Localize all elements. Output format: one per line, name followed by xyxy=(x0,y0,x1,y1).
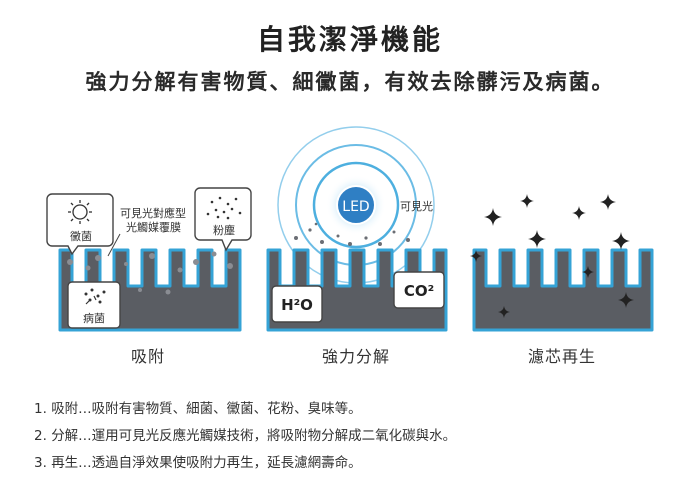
coating-callout: 可見光對應型 光觸媒覆膜 xyxy=(107,206,186,257)
germ-icon xyxy=(84,288,106,305)
step-list: 1. 吸附…吸附有害物質、細菌、黴菌、花粉、臭味等。 2. 分解…運用可見光反應… xyxy=(34,398,456,479)
page-title: 自我潔淨機能 xyxy=(256,23,443,56)
visible-light-label: 可見光 xyxy=(400,199,433,213)
caption-decompose: 強力分解 xyxy=(321,347,390,366)
caption-adsorb: 吸附 xyxy=(130,347,165,366)
coating-label-line1: 可見光對應型 xyxy=(120,206,186,220)
step-item: 2. 分解…運用可見光反應光觸媒技術，將吸附物分解成二氧化碳與水。 xyxy=(34,425,456,452)
step-text: 分解…運用可見光反應光觸媒技術，將吸附物分解成二氧化碳與水。 xyxy=(51,428,457,444)
caption-regenerate: 濾芯再生 xyxy=(527,347,596,366)
mold-bubble: 黴菌 xyxy=(46,193,114,256)
illustration: 黴菌 可見光對應型 光觸媒覆膜 粉塵 xyxy=(46,126,654,332)
coating-label-line2: 光觸媒覆膜 xyxy=(126,220,181,234)
h2o-label: H²O xyxy=(281,296,313,314)
led-label: LED xyxy=(342,199,369,215)
step-number: 2. xyxy=(34,428,47,444)
dust-label: 粉塵 xyxy=(213,223,235,237)
co2-label: CO² xyxy=(404,282,434,300)
h2o-box: H²O xyxy=(271,285,323,323)
germ-label: 病菌 xyxy=(83,311,105,325)
panel-adsorb: 黴菌 可見光對應型 光觸媒覆膜 粉塵 xyxy=(46,187,252,332)
panel-decompose: LED 可見光 H²O CO² xyxy=(266,126,448,332)
dust-bubble: 粉塵 xyxy=(194,187,252,252)
mold-label: 黴菌 xyxy=(70,229,92,243)
mold-icon xyxy=(68,200,92,224)
page-subtitle: 強力分解有害物質、細黴菌，有效去除髒污及病菌。 xyxy=(85,70,615,94)
germ-bubble: 病菌 xyxy=(67,281,121,329)
panel-regenerate xyxy=(470,194,654,332)
step-number: 3. xyxy=(34,455,47,471)
dust-icon xyxy=(206,196,242,220)
filter-comb-3 xyxy=(472,248,654,332)
step-item: 3. 再生…透過自淨效果使吸附力再生，延長濾網壽命。 xyxy=(34,452,456,479)
step-item: 1. 吸附…吸附有害物質、細菌、黴菌、花粉、臭味等。 xyxy=(34,398,456,425)
led-icon: LED xyxy=(336,185,376,225)
step-number: 1. xyxy=(34,401,47,417)
co2-box: CO² xyxy=(393,271,445,309)
step-text: 再生…透過自淨效果使吸附力再生，延長濾網壽命。 xyxy=(51,455,362,471)
step-text: 吸附…吸附有害物質、細菌、黴菌、花粉、臭味等。 xyxy=(51,401,362,417)
